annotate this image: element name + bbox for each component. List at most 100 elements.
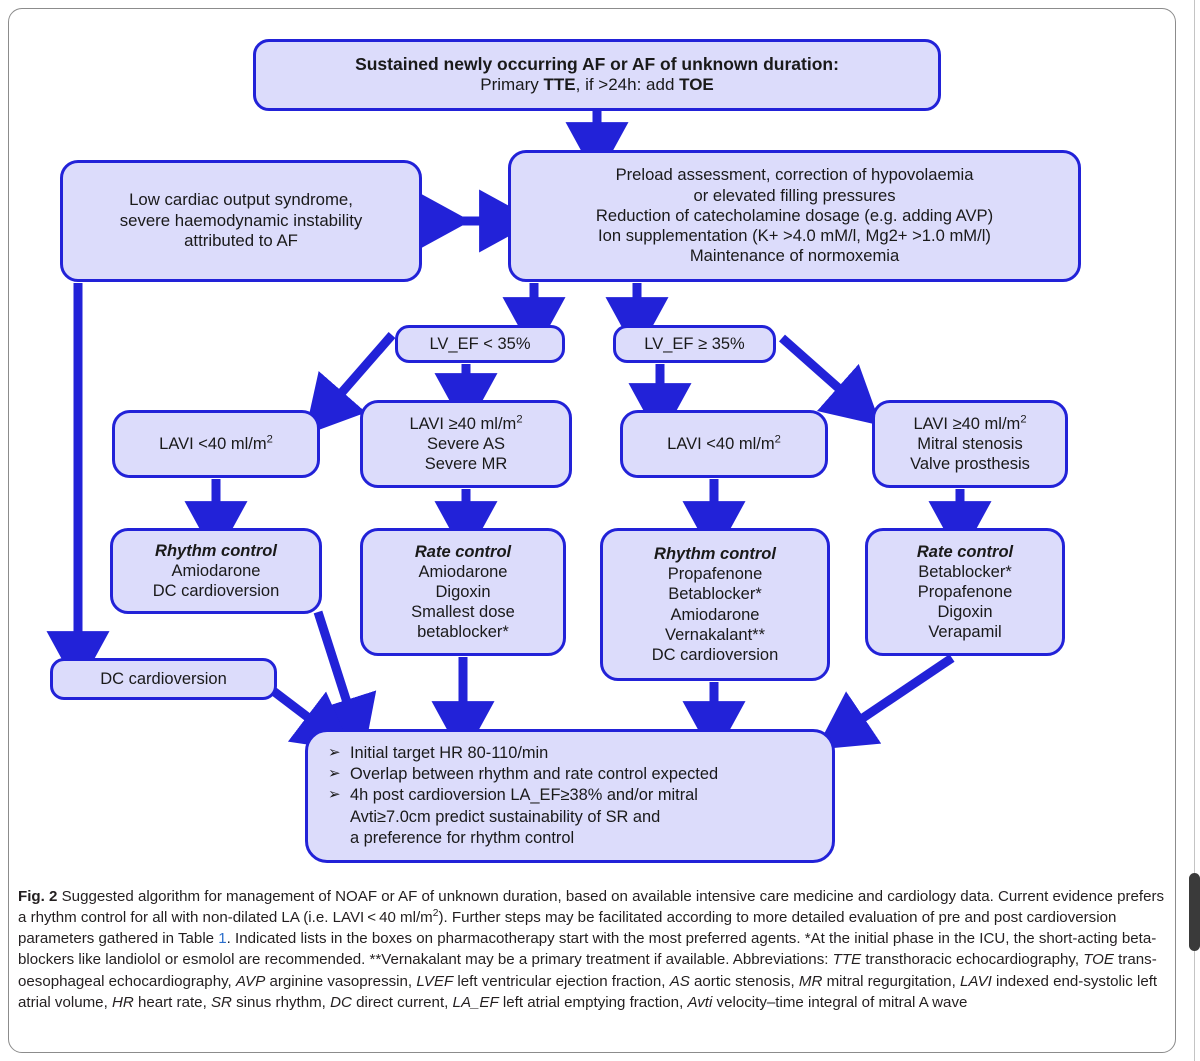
rate-control-high-ef-heading: Rate control — [916, 542, 1014, 561]
lavi-low-left-sup: 2 — [266, 433, 273, 446]
node-rhythm-control-low-ef: Rhythm control Amiodarone DC cardioversi… — [110, 528, 322, 614]
abbr-def-4: aortic stenosis, — [689, 972, 799, 990]
node-lvef-above-35-label: LV_EF ≥ 35% — [644, 334, 745, 353]
node-lavi-high-left-line3: Severe MR — [424, 455, 508, 474]
abbr-term-2: AVP — [235, 972, 266, 990]
summary-bullet-1-text: Overlap between rhythm and rate control … — [350, 765, 719, 783]
rhythm-control-high-ef-item-4: DC cardioversion — [651, 645, 779, 664]
abbr-term-11: Avti — [687, 993, 713, 1011]
caption-abbreviations: TTE transthoracic echocardiography, TOE … — [18, 951, 1157, 1010]
scrollbar-track-line — [1194, 0, 1195, 1061]
edge-dc-to-summary — [269, 686, 353, 752]
lavi-high-right-sup: 2 — [1020, 413, 1027, 426]
node-rhythm-control-high-ef: Rhythm control Propafenone Betablocker* … — [600, 528, 830, 681]
node-lvef-above-35: LV_EF ≥ 35% — [613, 325, 776, 363]
abbr-def-0: transthoracic echocardiography, — [861, 951, 1084, 969]
arrow-bullet-icon: ➢ — [328, 743, 341, 761]
rate-control-low-ef-item-3: betablocker* — [417, 623, 509, 642]
rate-control-low-ef-heading: Rate control — [414, 542, 512, 561]
node-preload-line5: Maintenance of normoxemia — [689, 246, 900, 266]
node-preload-assessment: Preload assessment, correction of hypovo… — [508, 150, 1081, 282]
scrollbar-thumb[interactable] — [1189, 873, 1200, 951]
tte-prefix: Primary — [480, 75, 544, 95]
node-rate-control-low-ef: Rate control Amiodarone Digoxin Smallest… — [360, 528, 566, 656]
caption-sup-1: 2 — [432, 908, 439, 920]
rhythm-control-high-ef-item-0: Propafenone — [667, 565, 763, 584]
rate-control-low-ef-item-1: Digoxin — [435, 582, 491, 601]
abbr-term-8: SR — [210, 993, 232, 1011]
node-lvef-below-35-label: LV_EF < 35% — [429, 334, 531, 353]
node-sustained-af-line1: Sustained newly occurring AF or AF of un… — [355, 53, 839, 74]
abbr-def-10: left atrial emptying fraction, — [498, 993, 688, 1011]
rhythm-control-high-ef-item-2: Amiodarone — [670, 605, 760, 624]
node-lavi-high-right-line2: Mitral stenosis — [917, 434, 1023, 453]
caption-part-2: ). Further steps may be facilitated acco… — [18, 909, 1117, 948]
table-1-link[interactable]: 1 — [218, 930, 227, 948]
edge-rhythm1-to-summary — [313, 610, 377, 755]
node-preload-line1: Preload assessment, correction of hypovo… — [615, 165, 974, 185]
tte-abbr: TTE — [543, 75, 576, 95]
arrow-bullet-icon: ➢ — [328, 786, 341, 804]
abbr-term-7: HR — [111, 993, 134, 1011]
abbr-def-9: direct current, — [351, 993, 453, 1011]
rate-control-high-ef-item-1: Propafenone — [917, 582, 1013, 601]
abbr-term-6: LAVI — [959, 972, 992, 990]
rate-control-low-ef-item-0: Amiodarone — [418, 562, 508, 581]
summary-bullet-2: ➢ 4h post cardioversion LA_EF≥38% and/or… — [328, 785, 698, 849]
abbr-def-5: mitral regurgitation, — [822, 972, 960, 990]
rate-control-high-ef-item-3: Verapamil — [928, 623, 1002, 642]
lavi-low-right-text: LAVI <40 ml/m — [667, 434, 775, 453]
node-sustained-af: Sustained newly occurring AF or AF of un… — [253, 39, 941, 111]
abbr-def-3: left ventricular ejection fraction, — [453, 972, 670, 990]
abbr-term-0: TTE — [832, 951, 862, 969]
node-lavi-high-left: LAVI ≥40 ml/m2 Severe AS Severe MR — [360, 400, 572, 488]
node-lavi-low-right-label: LAVI <40 ml/m2 — [667, 434, 781, 454]
toe-prefix: , if >24h: add — [575, 75, 680, 95]
lavi-low-right-sup: 2 — [774, 433, 781, 446]
edge-rate2-to-summary — [815, 654, 955, 750]
rate-control-high-ef-item-0: Betablocker* — [918, 562, 1012, 581]
caption-part-3: . Indicated lists in the boxes on pharma… — [18, 930, 1157, 969]
lavi-low-left-text: LAVI <40 ml/m — [159, 434, 267, 453]
node-dc-cardioversion-label: DC cardioversion — [100, 669, 227, 688]
node-low-cardiac-output: Low cardiac output syndrome, severe haem… — [60, 160, 422, 282]
rhythm-control-low-ef-item-0: Amiodarone — [171, 561, 261, 580]
abbr-def-11: velocity–time integral of mitral A wave — [712, 993, 968, 1011]
abbr-def-7: heart rate, — [133, 993, 211, 1011]
abbr-def-2: arginine vasopressin, — [265, 972, 417, 990]
node-summary-targets: ➢ Initial target HR 80-110/min ➢ Overlap… — [305, 729, 835, 863]
node-lavi-high-right: LAVI ≥40 ml/m2 Mitral stenosis Valve pro… — [872, 400, 1068, 488]
node-low-cardiac-output-line3: attributed to AF — [184, 231, 298, 251]
node-lavi-high-left-line2: Severe AS — [427, 434, 505, 453]
summary-bullet-0: ➢ Initial target HR 80-110/min — [328, 743, 548, 764]
edge-eflow-to-lavi-low — [304, 332, 396, 436]
summary-bullet-1: ➢ Overlap between rhythm and rate contro… — [328, 764, 718, 785]
abbr-def-6: indexed end-systolic left atrial volume, — [18, 972, 1158, 1011]
rhythm-control-low-ef-heading: Rhythm control — [155, 541, 277, 560]
lavi-high-right-text: LAVI ≥40 ml/m — [913, 414, 1021, 433]
rhythm-control-high-ef-item-1: Betablocker* — [668, 585, 762, 604]
node-lavi-high-right-line1: LAVI ≥40 ml/m2 — [913, 414, 1026, 434]
node-low-cardiac-output-line2: severe haemodynamic instability — [119, 210, 363, 230]
node-preload-line4: Ion supplementation (K+ >4.0 mM/l, Mg2+ … — [598, 226, 991, 246]
lavi-high-left-sup: 2 — [516, 413, 523, 426]
node-lavi-low-right: LAVI <40 ml/m2 — [620, 410, 828, 478]
node-lavi-high-left-line1: LAVI ≥40 ml/m2 — [409, 414, 522, 434]
figure-caption: Fig. 2 Suggested algorithm for managemen… — [18, 886, 1170, 1013]
node-sustained-af-line2: Primary TTE, if >24h: add TOE — [480, 75, 714, 96]
rate-control-low-ef-item-2: Smallest dose — [411, 603, 515, 622]
node-low-cardiac-output-line1: Low cardiac output syndrome, — [129, 190, 353, 210]
caption-label: Fig. 2 — [18, 888, 58, 905]
abbr-term-3: LVEF — [416, 972, 454, 990]
flowchart-connectors — [46, 111, 992, 759]
caption-part-1: Suggested algorithm for management of NO… — [18, 888, 1165, 927]
node-lavi-low-left-label: LAVI <40 ml/m2 — [159, 434, 273, 454]
node-lavi-high-right-line3: Valve prosthesis — [910, 455, 1030, 474]
rhythm-control-low-ef-item-1: DC cardioversion — [152, 582, 280, 601]
flowchart: Sustained newly occurring AF or AF of un… — [46, 39, 1081, 863]
edge-efhigh-to-lavi-high — [779, 334, 881, 426]
abbr-term-1: TOE — [1083, 951, 1114, 969]
node-lvef-below-35: LV_EF < 35% — [395, 325, 565, 363]
abbr-def-8: sinus rhythm, — [231, 993, 331, 1011]
